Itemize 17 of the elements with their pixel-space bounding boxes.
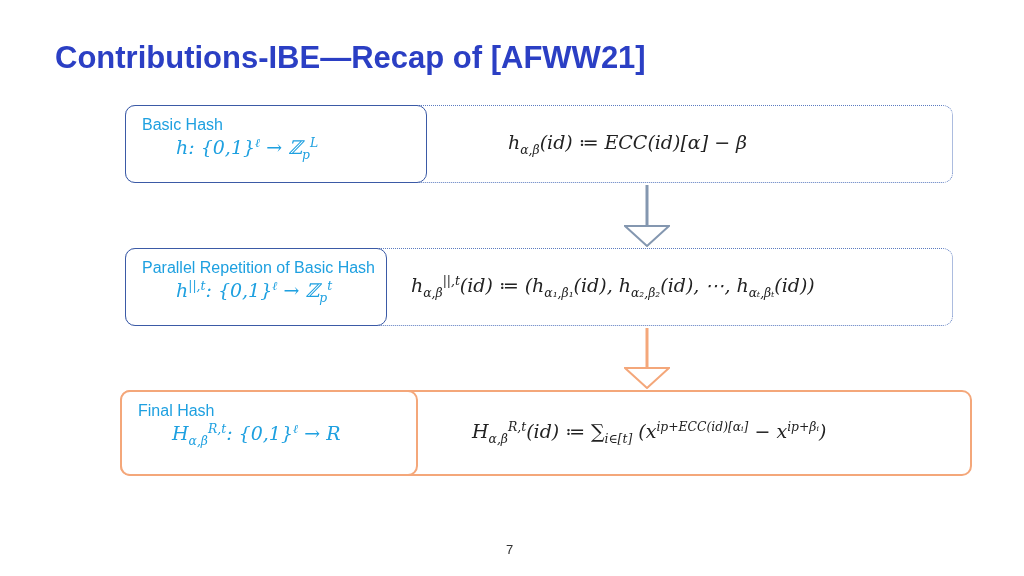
definition-box [120,390,418,476]
block-arrow [624,328,670,389]
definition-box [125,248,387,326]
formula-panel [125,248,953,326]
formula-text: h$_{α,β}$$^{||,t}$(id) ≔ (h$_{α₁,β₁}$(id), h$_{α₂,β₂}$(id), ⋯, h$_{αₜ,βₜ}$(id)) [411,273,815,301]
formula-text: H$_{α,β}$$^{R,t}$: {0,1}$^{ℓ}$ → R [172,422,341,449]
formula-panel [120,390,972,476]
slide-title: Contributions-IBE—Recap of [AFWW21] [55,40,646,76]
box-heading: Final Hash [138,402,215,420]
formula-text: H$_{α,β}$$^{R,t}$(id) ≔ ∑$_{i∈[t]}$ (x$^{ip+ECC(id)[αᵢ]}$ − x$^{ip+βᵢ}$) [472,419,827,447]
box-heading: Parallel Repetition of Basic Hash [142,259,375,277]
definition-box [125,105,427,183]
formula-text: h$_{α,β}$(id) ≔ ECC(id)[α] − β [508,131,748,157]
formula-panel [125,105,953,183]
page-number: 7 [506,542,514,557]
box-heading: Basic Hash [142,116,223,134]
block-arrow [624,185,670,247]
